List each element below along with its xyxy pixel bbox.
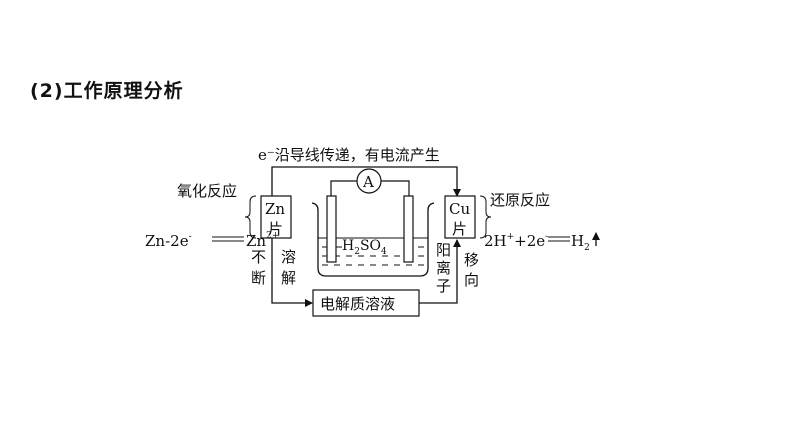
electron-flow-label: e⁻沿导线传递，有电流产生 [258, 146, 440, 164]
cu-electrode-box [444, 195, 476, 239]
cu-electrode [403, 195, 414, 263]
external-wire [271, 166, 461, 197]
zn-electrode [326, 195, 337, 263]
zn-half-reaction: Zn-2e- [145, 232, 192, 250]
cation-migration-arrow [419, 239, 461, 304]
cu-half-reaction: 2H++2e- [484, 232, 548, 250]
cation-label-1: 阳 [436, 241, 451, 259]
oxidation-label: 氧化反应 [177, 182, 237, 200]
migrate-label-2: 向 [464, 271, 479, 289]
left-brace [244, 195, 257, 239]
cu-sheet-label: 片 [452, 220, 467, 238]
electrolyte-formula: H2SO4 [342, 238, 387, 257]
ammeter-symbol: A [362, 173, 374, 191]
continuous-label-1: 不 [251, 248, 266, 266]
zn-ion-product: Zn2+ [246, 231, 279, 250]
electrolyte-dashes [322, 246, 424, 266]
cation-label-3: 子 [436, 277, 451, 295]
dissolve-label-1: 溶 [281, 248, 296, 266]
beaker: A H2SO4 [311, 168, 435, 277]
zn-electrode-box [260, 195, 292, 239]
ammeter-icon [356, 168, 382, 194]
zn-dissolve-arrow [271, 238, 313, 307]
migrate-label-1: 移 [464, 251, 479, 269]
zn-sheet-label: 片 [268, 220, 283, 238]
reduction-label: 还原反应 [490, 191, 550, 209]
dissolve-label-2: 解 [281, 269, 296, 287]
electrolyte-solution-label: 电解质溶液 [320, 295, 395, 313]
electrolyte-solution-box [312, 289, 420, 317]
cu-label: Cu [449, 200, 470, 218]
section-heading: (2)工作原理分析 [30, 80, 184, 102]
hydrogen-product: H2 [571, 232, 590, 253]
continuous-label-2: 断 [251, 269, 266, 287]
right-brace [479, 195, 492, 239]
cation-label-2: 离 [436, 259, 451, 277]
zn-label: Zn [265, 200, 285, 218]
